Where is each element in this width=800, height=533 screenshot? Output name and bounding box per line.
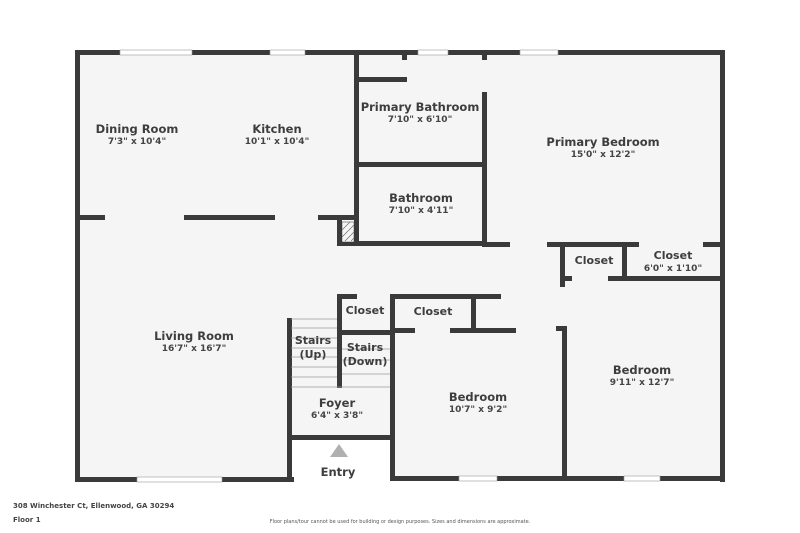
floor-label: Floor 1 bbox=[13, 516, 41, 524]
room-primary-bathroom: Primary Bathroom 7'10" x 6'10" bbox=[361, 100, 480, 126]
room-dimensions: 15'0" x 12'2" bbox=[570, 150, 636, 160]
room-closet-3: Closet bbox=[346, 304, 385, 318]
room-dining: Dining Room 7'3" x 10'4" bbox=[96, 122, 179, 148]
room-dimensions: 7'10" x 6'10" bbox=[387, 115, 453, 125]
room-name: Primary Bedroom bbox=[546, 135, 660, 149]
room-dimensions: 6'0" x 1'10" bbox=[643, 264, 703, 274]
entry-arrow-icon bbox=[330, 444, 348, 457]
entry-text: Entry bbox=[320, 465, 356, 479]
stairs-up: Stairs (Up) bbox=[295, 334, 331, 362]
room-name: Kitchen bbox=[252, 122, 302, 136]
stairs-direction: (Down) bbox=[342, 355, 388, 368]
room-primary-bedroom: Primary Bedroom 15'0" x 12'2" bbox=[546, 135, 659, 161]
stairs-down: Stairs (Down) bbox=[343, 341, 388, 369]
stairs-name: Stairs bbox=[346, 341, 384, 354]
room-name: Foyer bbox=[318, 396, 356, 410]
room-dimensions: 7'10" x 4'11" bbox=[388, 206, 454, 216]
stairs-direction: (Up) bbox=[299, 348, 327, 361]
room-name: Closet bbox=[574, 254, 614, 267]
room-dimensions: 9'11" x 12'7" bbox=[609, 378, 675, 388]
property-address: 308 Winchester Ct, Ellenwood, GA 30294 bbox=[13, 502, 175, 510]
room-dimensions: 16'7" x 16'7" bbox=[161, 344, 227, 354]
chase-hatch bbox=[341, 221, 355, 243]
entry-label: Entry bbox=[321, 465, 356, 479]
room-living: Living Room 16'7" x 16'7" bbox=[154, 329, 234, 355]
stairs-name: Stairs bbox=[294, 334, 332, 347]
room-closet-1: Closet bbox=[575, 254, 614, 268]
room-name: Closet bbox=[653, 249, 693, 262]
room-closet-4: Closet bbox=[414, 305, 453, 319]
room-name: Dining Room bbox=[95, 122, 179, 136]
room-bedroom-2: Bedroom 10'7" x 9'2" bbox=[449, 390, 507, 416]
room-foyer: Foyer 6'4" x 3'8" bbox=[311, 396, 363, 422]
room-dimensions: 10'7" x 9'2" bbox=[448, 405, 508, 415]
room-name: Living Room bbox=[154, 329, 234, 343]
walls bbox=[75, 50, 725, 482]
windows bbox=[119, 49, 661, 483]
room-name: Closet bbox=[413, 305, 453, 318]
room-name: Bedroom bbox=[448, 390, 508, 404]
room-dimensions: 10'1" x 10'4" bbox=[244, 137, 310, 147]
room-kitchen: Kitchen 10'1" x 10'4" bbox=[245, 122, 310, 148]
room-bedroom-3: Bedroom 9'11" x 12'7" bbox=[610, 363, 675, 389]
room-name: Bedroom bbox=[612, 363, 672, 377]
room-name: Bathroom bbox=[389, 191, 453, 205]
room-dimensions: 7'3" x 10'4" bbox=[107, 137, 167, 147]
room-name: Primary Bathroom bbox=[360, 100, 480, 114]
room-closet-2: Closet 6'0" x 1'10" bbox=[644, 249, 702, 275]
room-name: Closet bbox=[345, 304, 385, 317]
disclaimer: Floor plans/tour cannot be used for buil… bbox=[269, 519, 531, 525]
entry-notch bbox=[291, 438, 391, 483]
stair-treads bbox=[291, 318, 390, 388]
room-fills bbox=[78, 53, 722, 478]
room-bathroom: Bathroom 7'10" x 4'11" bbox=[389, 191, 454, 217]
room-dimensions: 6'4" x 3'8" bbox=[310, 411, 364, 421]
